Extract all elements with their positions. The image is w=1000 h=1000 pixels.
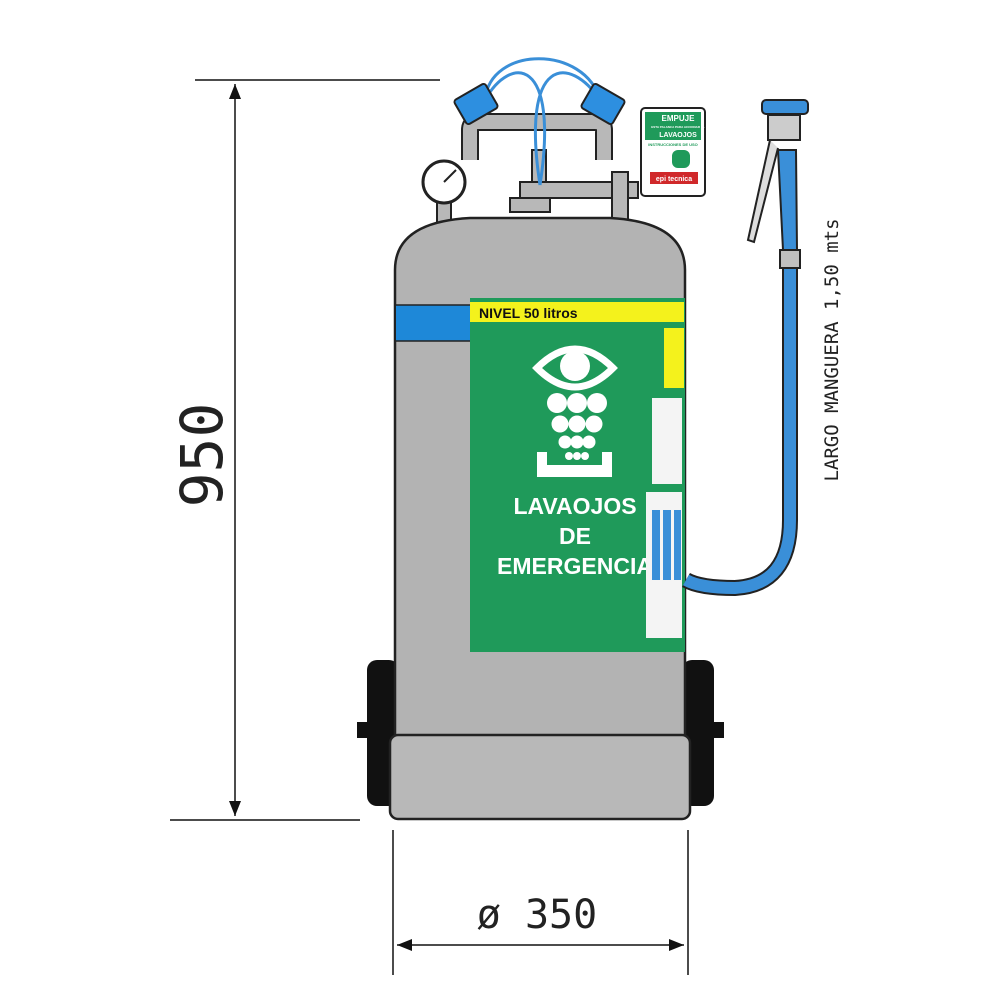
diameter-dimension: ø 350 xyxy=(392,830,689,975)
height-dimension: 950 xyxy=(168,79,440,821)
push-sign-instructions: INSTRUCCIONES DE USO xyxy=(648,142,698,147)
eye-cup-right xyxy=(580,82,626,126)
diameter-label: ø 350 xyxy=(477,892,597,938)
push-sign-product: LAVAOJOS xyxy=(659,132,697,139)
level-strip xyxy=(470,302,684,322)
level-text: NIVEL 50 litros xyxy=(479,305,578,321)
height-label: 950 xyxy=(168,403,236,508)
side-instructions-panel-1 xyxy=(652,398,682,484)
tank-label: NIVEL 50 litros LAVAOJOS DE EMERGENCIA xyxy=(470,298,685,652)
label-title-line3: EMERGENCIA xyxy=(497,553,653,579)
label-title-line1: LAVAOJOS xyxy=(513,493,636,519)
push-sign-brand: epi tecnica xyxy=(656,176,692,183)
push-lever-sign: EMPUJE ESTA PALANCA PARA ACCIONAR EL LAV… xyxy=(640,107,706,197)
eye-cup-left xyxy=(453,82,499,126)
pressure-gauge-icon xyxy=(421,159,467,205)
side-warning-panel xyxy=(664,328,684,388)
hose xyxy=(682,99,809,597)
blue-band xyxy=(396,305,472,341)
eyewash-tube xyxy=(453,57,626,186)
hose-length-label: LARGO MANGUERA 1,50 mts xyxy=(821,218,843,481)
label-title-line2: DE xyxy=(559,523,591,549)
push-sign-title: EMPUJE xyxy=(662,114,696,123)
eye-wash-symbol-icon xyxy=(532,345,618,477)
push-sign-subtitle: ESTA PALANCA PARA ACCIONAR EL xyxy=(651,125,705,129)
spray-nozzle xyxy=(761,99,809,115)
